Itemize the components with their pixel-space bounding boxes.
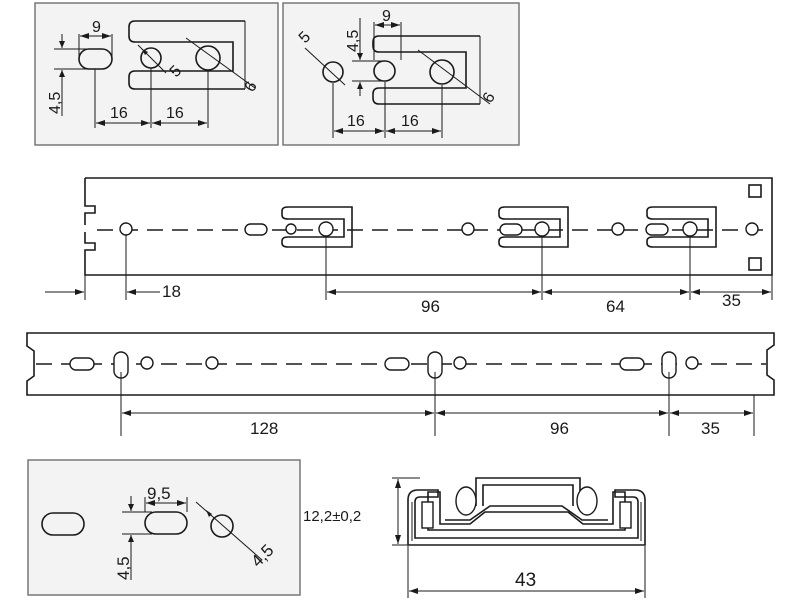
mount-slot: [499, 223, 523, 236]
hole-shape: [210, 514, 234, 538]
dim-gap-b: 64: [606, 297, 625, 316]
roller: [576, 486, 598, 516]
dim-pitch-b: 16: [401, 113, 419, 130]
detail-top-right: 9 4,5 5 6 16 16: [282, 2, 520, 146]
bracket-shape: [128, 20, 245, 90]
dim-gap-a: 128: [250, 419, 278, 438]
dim-height: 12,2±0,2: [303, 508, 361, 525]
dim-slot-width: 9,5: [147, 484, 171, 503]
rail-lower: 128 96 35: [26, 332, 775, 438]
mount-hole: [611, 222, 625, 236]
dim-end: 35: [701, 419, 720, 438]
dim-pitch-a: 16: [347, 113, 365, 130]
dim-pitch-a: 16: [110, 105, 128, 122]
dim-slot-height: 4,5: [345, 30, 362, 52]
mount-hole: [685, 356, 699, 370]
dim-gap-b: 96: [550, 419, 569, 438]
square-hole: [748, 257, 762, 271]
dim-end: 35: [722, 291, 741, 310]
mount-hole: [205, 356, 219, 370]
mount-slot: [645, 223, 669, 236]
detail-top-left: 9 4,5 5 6 16 16: [34, 2, 279, 146]
square-hole: [748, 184, 762, 198]
dim-slot-height: 4,5: [114, 556, 133, 580]
mount-hole: [140, 356, 154, 370]
hole-large: [429, 59, 455, 85]
mount-hole: [461, 222, 475, 236]
detail-bottom-left: 9,5 4,5 4,5: [27, 459, 301, 596]
mount-hole: [119, 222, 133, 236]
dim-first-hole: 18: [162, 282, 181, 301]
mount-slot: [384, 357, 410, 371]
slot-shape: [144, 511, 188, 535]
bracket-shape: [646, 206, 717, 248]
mount-slot: [69, 357, 95, 371]
dim-slot-width: 9: [92, 19, 101, 36]
roller: [455, 486, 477, 516]
bearing: [619, 501, 632, 529]
slot-shape: [373, 60, 396, 82]
hole-small: [322, 61, 344, 83]
rail-upper: 18 96 64 35: [45, 177, 773, 316]
bracket-shape: [281, 206, 353, 248]
mount-hole: [745, 222, 759, 236]
profile-section: 12,2±0,2 43: [303, 477, 646, 598]
dim-width: 43: [515, 570, 536, 591]
bearing: [421, 501, 434, 529]
slot-shape: [41, 512, 85, 536]
bracket-shape: [498, 206, 569, 248]
dim-pitch-b: 16: [166, 105, 184, 122]
dim-slot-width: 9: [382, 8, 391, 25]
dim-gap-a: 96: [421, 297, 440, 316]
mount-slot: [619, 357, 645, 371]
mount-hole: [453, 356, 467, 370]
mount-slot: [244, 223, 268, 236]
bracket-shape: [372, 35, 480, 105]
dim-slot-height: 4,5: [47, 92, 64, 114]
